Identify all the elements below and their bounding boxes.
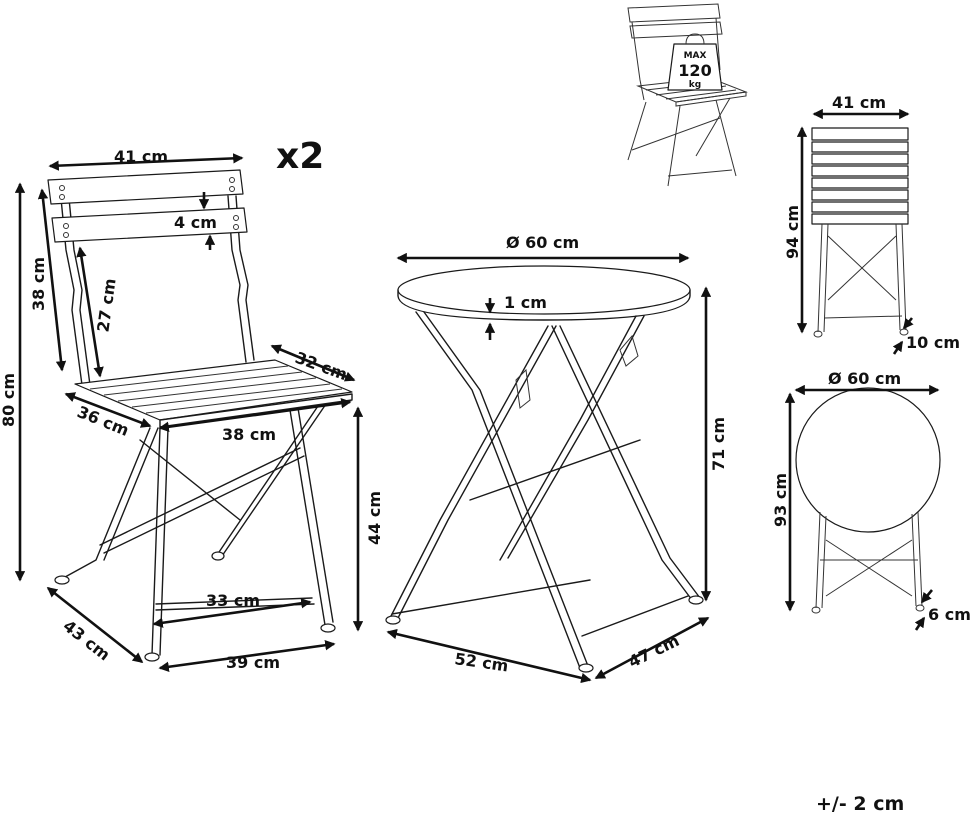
folded-chair-height-label: 94 cm	[783, 205, 802, 259]
table-base-depth-label: 47 cm	[625, 631, 682, 672]
folded-table-thickness-label: 6 cm	[928, 605, 970, 624]
chair-backrest-width-line	[48, 153, 244, 171]
table-top-thickness-label: 1 cm	[504, 293, 547, 312]
table-height-label: 71 cm	[709, 417, 728, 471]
folded-chair-thickness-label: 10 cm	[906, 333, 960, 352]
folded-chair-dimensions: 41 cm 94 cm 10 cm	[783, 93, 960, 355]
chair-seat-width-label: 38 cm	[222, 425, 276, 444]
weight-icon	[667, 43, 723, 91]
load-badge-line2: 120	[678, 61, 711, 80]
table-dimensions	[386, 252, 712, 684]
table-drawing	[385, 265, 704, 673]
chair-backrest-inner-label: 27 cm	[93, 277, 119, 333]
chair-base-width-label: 39 cm	[226, 653, 280, 672]
folded-table-dimensions: Ø 60 cm 93 cm 6 cm	[771, 369, 970, 631]
folded-chair-width-label: 41 cm	[832, 93, 886, 112]
load-badge-line3: kg	[689, 80, 701, 90]
load-badge-line1: MAX	[684, 51, 707, 61]
chair-slat-gap-label: 4 cm	[174, 213, 217, 232]
chair-backrest-width-label: 41 cm	[114, 147, 168, 166]
load-capacity-illustration: MAX 120 kg	[627, 3, 748, 187]
chair-total-height-label: 80 cm	[0, 373, 18, 427]
table-base-width-label: 52 cm	[453, 649, 509, 675]
chair-base-depth-label: 43 cm	[60, 616, 114, 664]
table-diameter-label: Ø 60 cm	[506, 233, 579, 252]
folded-chair-drawing	[811, 127, 909, 338]
chair-seat-height-label: 44 cm	[365, 491, 384, 545]
folded-table-diameter-label: Ø 60 cm	[828, 369, 901, 388]
chair-dimensions	[14, 153, 364, 672]
quantity-label: x2	[276, 136, 324, 177]
tolerance-label: +/- 2 cm	[816, 793, 904, 814]
folded-table-drawing	[795, 387, 941, 614]
chair-leg-span-label: 33 cm	[206, 591, 260, 610]
chair-backrest-height-label: 38 cm	[29, 257, 48, 311]
folded-table-height-label: 93 cm	[771, 473, 790, 527]
